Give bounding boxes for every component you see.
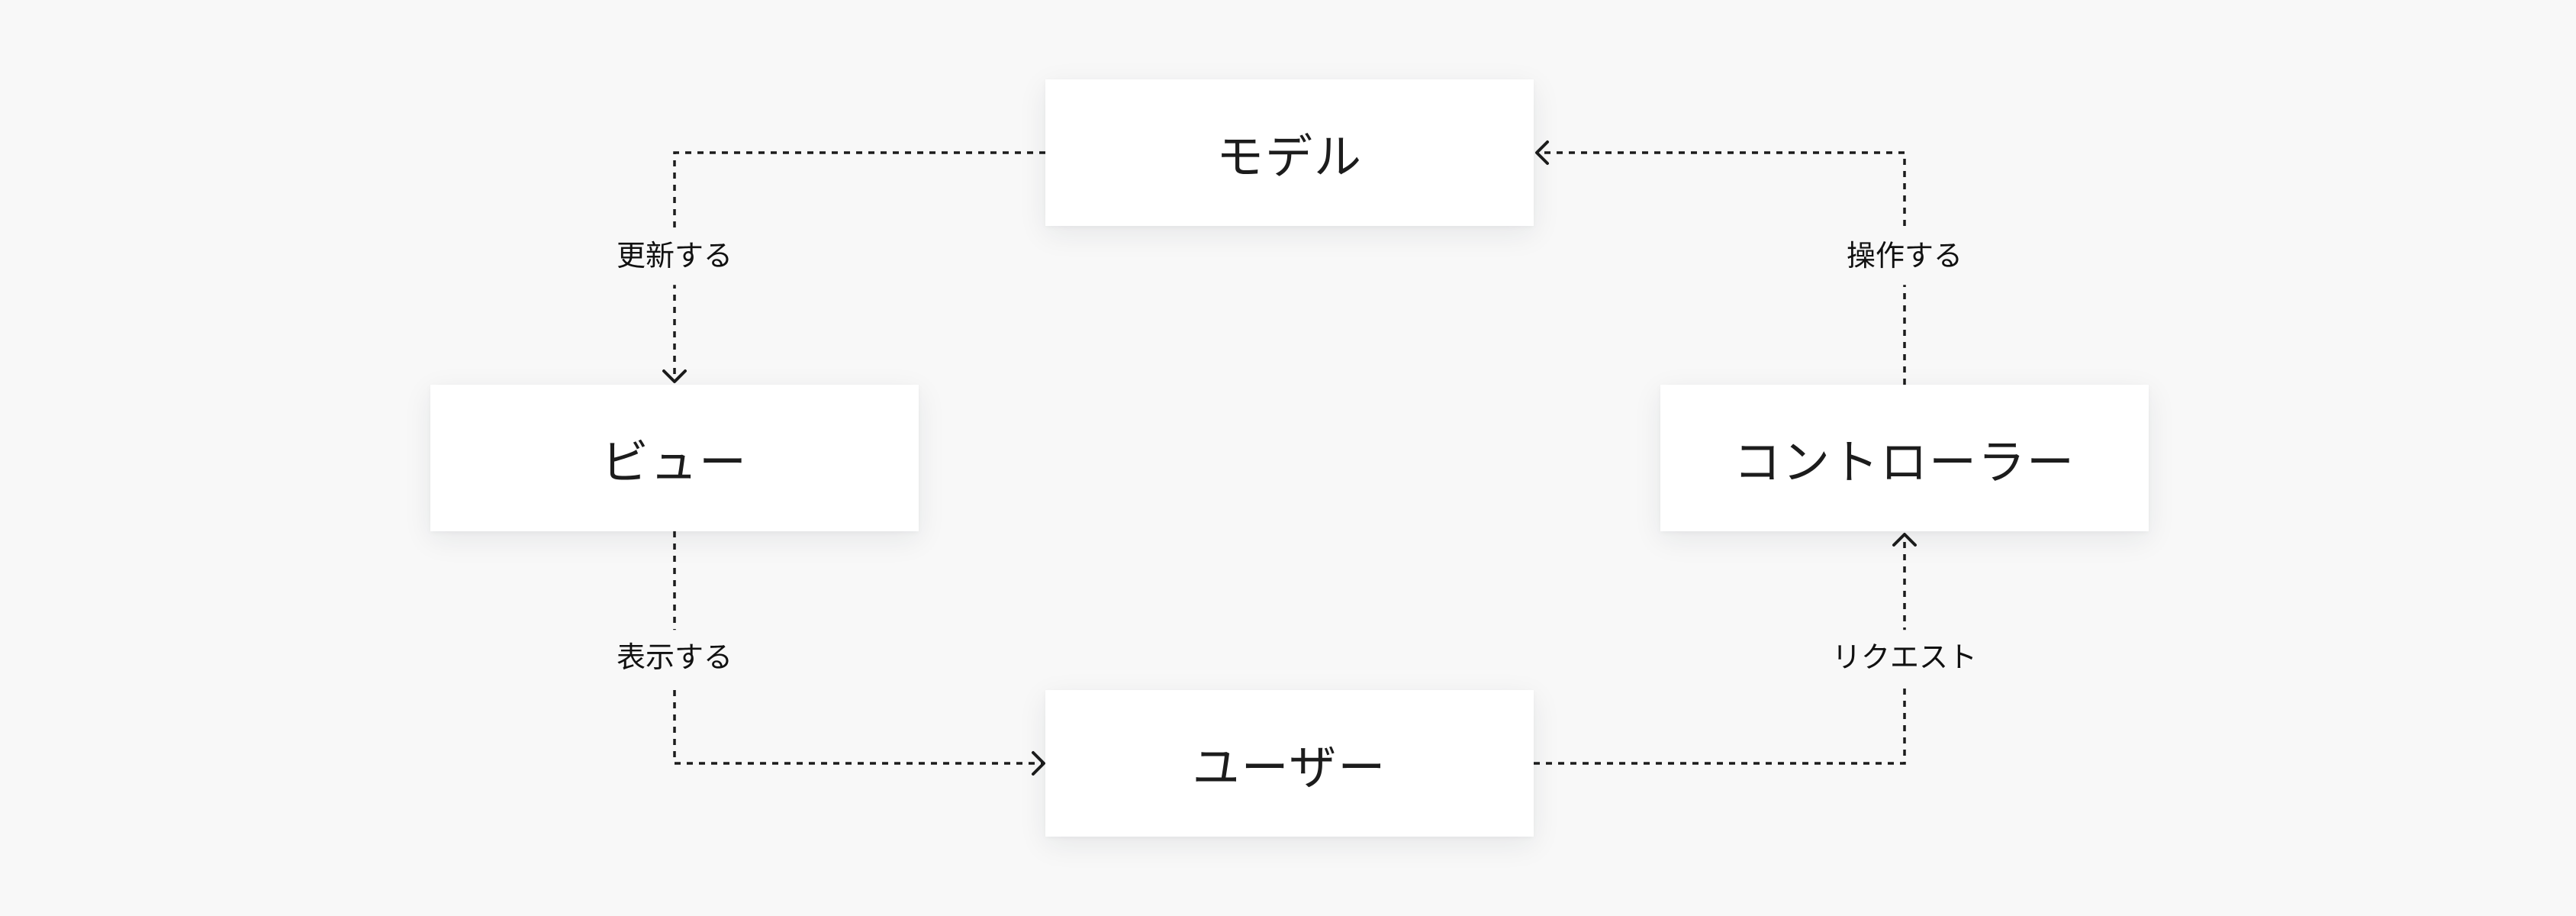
node-view: ビュー bbox=[430, 385, 919, 531]
node-user-label: ユーザー bbox=[1192, 740, 1387, 795]
node-model: モデル bbox=[1045, 79, 1534, 226]
arrowhead-down-icon bbox=[662, 369, 687, 383]
edge-label-operate: 操作する bbox=[1840, 228, 1969, 285]
edge-label-update: 更新する bbox=[610, 228, 739, 285]
node-controller-label: コントローラー bbox=[1733, 434, 2075, 490]
edge-label-display: 表示する bbox=[610, 630, 739, 686]
edge-label-request: リクエスト bbox=[1825, 630, 1984, 686]
edge-view-to-user bbox=[673, 531, 1042, 765]
node-model-label: モデル bbox=[1216, 129, 1363, 185]
node-controller: コントローラー bbox=[1660, 385, 2149, 531]
node-user: ユーザー bbox=[1045, 690, 1534, 837]
arrowhead-right-icon bbox=[1032, 751, 1045, 776]
arrowhead-left-icon bbox=[1535, 140, 1549, 165]
node-view-label: ビュー bbox=[601, 434, 748, 490]
edge-user-to-controller bbox=[1534, 536, 1906, 765]
edge-controller-to-model bbox=[1538, 151, 1906, 385]
edge-model-to-view bbox=[673, 151, 1045, 380]
arrowhead-up-icon bbox=[1892, 533, 1917, 547]
